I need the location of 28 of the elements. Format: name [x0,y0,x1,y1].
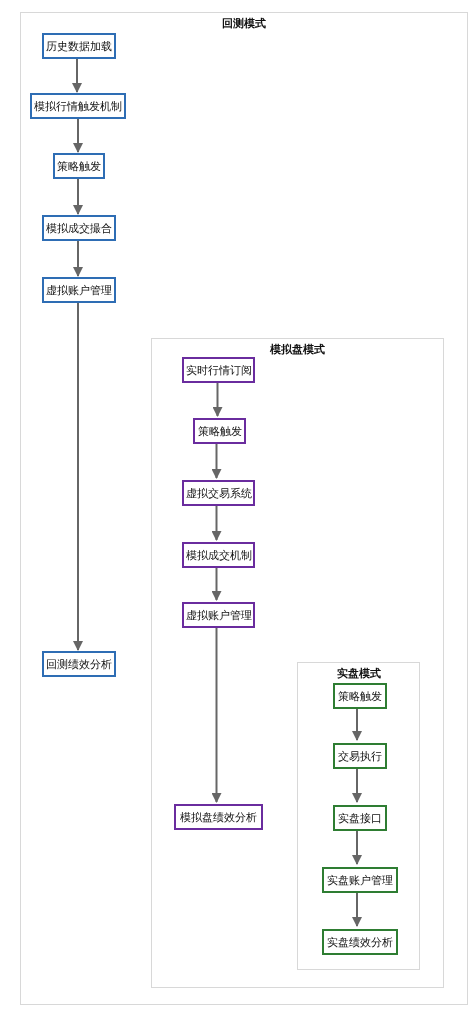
panel-title: 模拟盘模式 [270,342,325,357]
process-box: 实盘接口 [333,805,387,831]
arrow [73,117,83,153]
arrow [72,57,82,93]
process-box: 实时行情订阅 [182,357,255,383]
arrow [73,177,83,215]
process-box: 回测绩效分析 [42,651,116,677]
process-box: 交易执行 [333,743,387,769]
process-box: 实盘账户管理 [322,867,398,893]
process-box: 策略触发 [193,418,246,444]
process-box: 模拟行情触发机制 [30,93,126,119]
mode-panel [297,662,420,970]
arrow [73,239,83,277]
process-box: 虚拟账户管理 [42,277,116,303]
process-box: 模拟盘绩效分析 [174,804,263,830]
panel-title: 实盘模式 [336,666,381,681]
process-box: 实盘绩效分析 [322,929,398,955]
arrow [73,301,83,651]
mode-panel [20,12,468,1005]
process-box: 模拟成交撮合 [42,215,116,241]
mode-panel [151,338,444,988]
process-box: 虚拟交易系统 [182,480,255,506]
process-box: 虚拟账户管理 [182,602,255,628]
panel-title: 回测模式 [222,16,266,31]
process-box: 模拟成交机制 [182,542,255,568]
process-box: 历史数据加载 [42,33,116,59]
process-box: 策略触发 [53,153,105,179]
process-box: 策略触发 [333,683,387,709]
